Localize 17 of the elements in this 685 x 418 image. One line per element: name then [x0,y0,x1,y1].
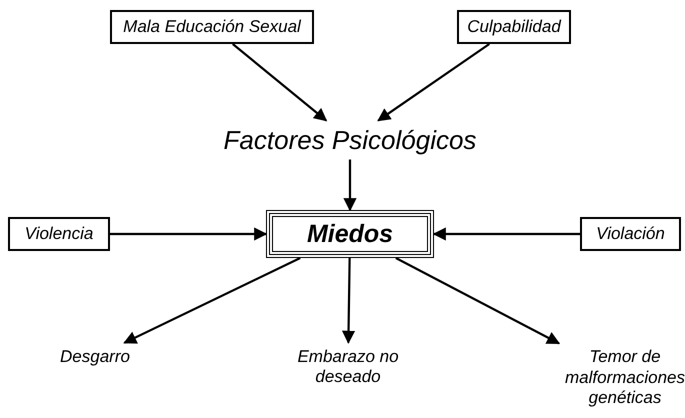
arrow [123,257,301,344]
arrow [377,43,490,122]
concept-text: Temor de malformaciones genéticas [564,347,685,409]
concept-box: Violencia [8,217,110,251]
arrow [110,227,268,241]
concept-box: Culpabilidad [457,10,571,44]
arrow [232,43,328,122]
central-concept-box: Miedos [266,210,434,258]
arrow [395,257,560,344]
concept-box: Mala Educación Sexual [110,10,314,44]
arrow [432,227,580,241]
concept-box: Violación [580,217,681,251]
arrow [343,160,357,212]
concept-text: Factores Psicológicos [224,124,476,156]
concept-text: Desgarro [60,346,130,368]
arrow [342,258,356,344]
concept-text: Embarazo no deseado [296,346,400,388]
